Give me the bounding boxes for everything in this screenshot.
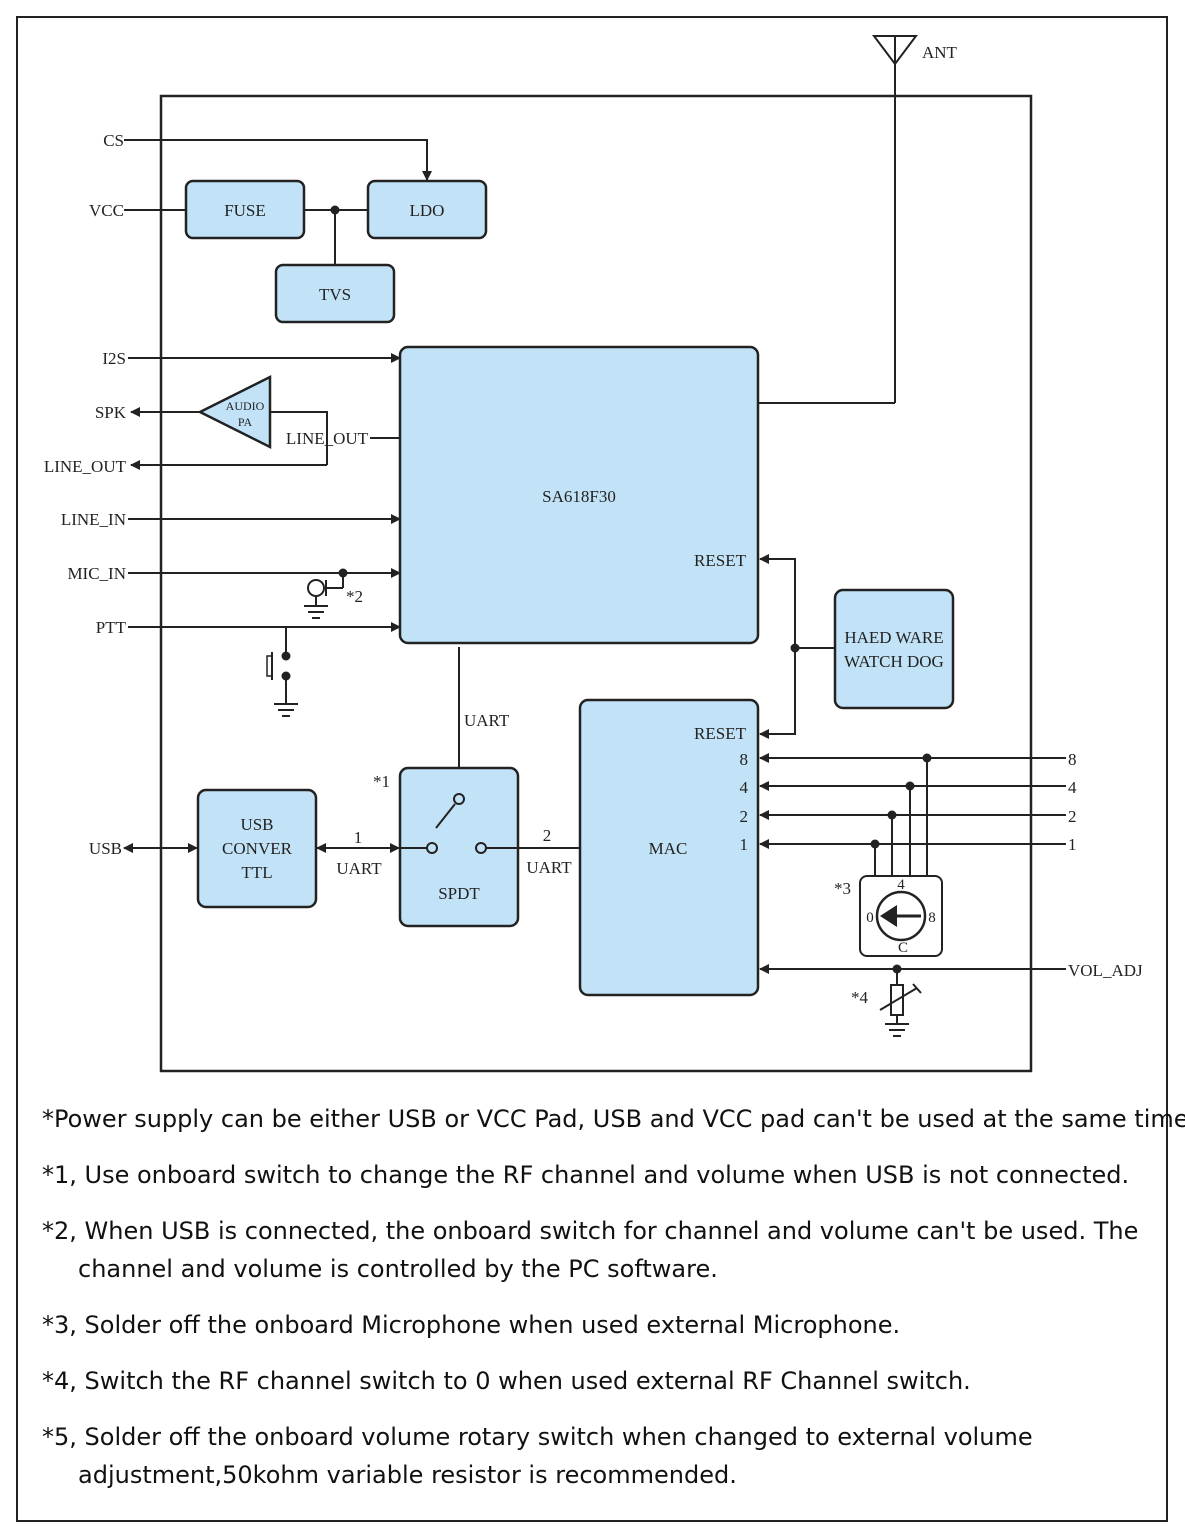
notes-section: *Power supply can be either USB or VCC P… — [42, 1100, 1185, 1512]
note-marker: *3, — [42, 1311, 77, 1339]
note-2: *2, When USB is connected, the onboard s… — [42, 1212, 1162, 1288]
ant-label: ANT — [922, 43, 958, 62]
note-marker: * — [42, 1105, 54, 1133]
note-3: *3, Solder off the onboard Microphone wh… — [42, 1306, 1162, 1344]
note-text: When USB is connected, the onboard switc… — [76, 1217, 1139, 1245]
vol-adj-label: VOL_ADJ — [1068, 961, 1143, 980]
watchdog-label-2: WATCH DOG — [844, 652, 944, 671]
fuse-block — [184, 179, 306, 240]
note-text: Solder off the onboard Microphone when u… — [76, 1311, 901, 1339]
reset-mac-wire — [759, 648, 796, 739]
mac-block — [578, 698, 760, 997]
chip-label: SA618F30 — [542, 487, 616, 506]
marker-4: *4 — [851, 988, 869, 1007]
outer-frame — [16, 16, 1168, 1522]
note-text: Solder off the onboard volume rotary swi… — [76, 1423, 1033, 1451]
line-out-inner-label: LINE_OUT — [286, 429, 369, 448]
spdt-label: SPDT — [438, 884, 480, 903]
note-5: *5, Solder off the onboard volume rotary… — [42, 1418, 1162, 1494]
usb-conv-label-1: USB — [240, 815, 273, 834]
watchdog-label-1: HAED WARE — [844, 628, 943, 647]
uart-num-2: 2 — [543, 826, 552, 845]
usb-conv-label-2: CONVER — [222, 839, 293, 858]
i2s-label: I2S — [102, 349, 126, 368]
microphone-icon — [304, 573, 344, 619]
watchdog-block — [833, 588, 955, 710]
rotary-label-c: C — [898, 940, 908, 956]
mac-pin-8: 8 — [740, 750, 749, 769]
note-power: *Power supply can be either USB or VCC P… — [42, 1100, 1185, 1138]
uart-right-label: UART — [526, 858, 572, 877]
mac-pin-4: 4 — [740, 778, 749, 797]
chip-reset-label: RESET — [694, 551, 747, 570]
tvs-block — [274, 263, 396, 324]
ext-pin-4: 4 — [1068, 778, 1077, 797]
usb-label: USB — [89, 839, 122, 858]
antenna-icon — [759, 35, 918, 404]
junction-dot — [330, 205, 340, 215]
cs-label: CS — [103, 131, 124, 150]
reset-chip-wire — [759, 554, 796, 648]
note-1: *1, Use onboard switch to change the RF … — [42, 1156, 1162, 1194]
marker-2: *2 — [346, 587, 363, 606]
rotary-switch-leads — [870, 753, 932, 876]
spk-label: SPK — [95, 403, 127, 422]
note-marker: *4, — [42, 1367, 77, 1395]
line-in-label: LINE_IN — [61, 510, 126, 529]
fuse-label: FUSE — [224, 201, 266, 220]
mic-in-label: MIC_IN — [67, 564, 126, 583]
note-4: *4, Switch the RF channel switch to 0 wh… — [42, 1362, 1162, 1400]
rotary-pointer-icon — [880, 905, 921, 927]
pa-input-wire — [270, 411, 328, 465]
note-continuation: adjustment,50kohm variable resistor is r… — [78, 1461, 737, 1489]
ext-pin-1: 1 — [1068, 835, 1077, 854]
uart-num-1: 1 — [354, 828, 363, 847]
rotary-label-0: 0 — [866, 910, 874, 926]
marker-3: *3 — [834, 879, 851, 898]
ldo-label: LDO — [410, 201, 445, 220]
ext-pin-2: 2 — [1068, 807, 1077, 826]
audio-pa-label-2: PA — [238, 415, 253, 429]
note-text: Switch the RF channel switch to 0 when u… — [76, 1367, 971, 1395]
push-button-icon — [266, 627, 298, 717]
line-out-label: LINE_OUT — [44, 457, 127, 476]
note-continuation: channel and volume is controlled by the … — [78, 1255, 718, 1283]
mac-pin-2: 2 — [740, 807, 749, 826]
note-text: Power supply can be either USB or VCC Pa… — [54, 1105, 1185, 1133]
cs-wire — [124, 139, 432, 181]
rotary-label-4: 4 — [897, 877, 905, 893]
tvs-label: TVS — [319, 285, 351, 304]
variable-resistor-icon — [879, 969, 922, 1037]
audio-pa-label-1: AUDIO — [226, 399, 265, 413]
note-text: Use onboard switch to change the RF chan… — [76, 1161, 1130, 1189]
ptt-label: PTT — [96, 618, 127, 637]
note-marker: *1, — [42, 1161, 77, 1189]
uart-left-label: UART — [336, 859, 382, 878]
note-marker: *2, — [42, 1217, 77, 1245]
vcc-label: VCC — [89, 201, 124, 220]
usb-conv-label-3: TTL — [241, 863, 272, 882]
mac-reset-label: RESET — [694, 724, 747, 743]
mac-pin-1: 1 — [740, 835, 749, 854]
note-marker: *5, — [42, 1423, 77, 1451]
sa618f30-chip — [398, 345, 760, 645]
mac-label: MAC — [649, 839, 688, 858]
marker-1: *1 — [373, 772, 390, 791]
ldo-block — [366, 179, 488, 240]
rotary-label-8: 8 — [928, 910, 936, 926]
ext-pin-8: 8 — [1068, 750, 1077, 769]
module-border — [159, 94, 1033, 1073]
uart-top-label: UART — [464, 711, 510, 730]
